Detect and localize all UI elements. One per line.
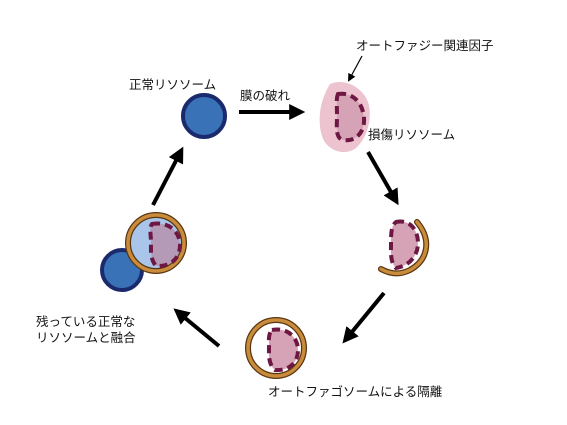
phagophore-forming <box>378 219 430 277</box>
autolysosome-content-icon <box>148 221 183 269</box>
arrow-to-autophagosome <box>342 291 386 344</box>
fusion-autolysosome <box>100 212 187 292</box>
damaged-lysosome-label: 損傷リソソーム <box>368 127 456 142</box>
fusion-label-line2: リソソームと融合 <box>36 329 136 345</box>
arrow-to-normal <box>151 146 184 206</box>
isolation-label: オートファゴソームによる隔離 <box>268 384 443 399</box>
arrow-to-phagophore <box>366 151 399 206</box>
autophagosome <box>245 317 307 379</box>
damaged-lysosome-right-icon <box>388 219 421 271</box>
enclosed-damaged-lysosome-icon <box>266 327 301 373</box>
normal-lysosome-label: 正常リソソーム <box>129 77 217 92</box>
factor-pointer-line <box>348 55 363 82</box>
damaged-lysosome-icon <box>334 91 367 143</box>
membrane-rupture-label: 膜の破れ <box>240 88 291 103</box>
fusion-label-line1: 残っている正常な <box>36 314 136 329</box>
autophagy-factor-label: オートファジー関連因子 <box>356 38 494 53</box>
damaged-lysosome-with-factors <box>319 82 370 153</box>
arrow-to-fusion <box>173 308 221 348</box>
fusion-label: 残っている正常な リソソームと融合 <box>36 314 166 345</box>
normal-lysosome-icon <box>181 93 227 139</box>
